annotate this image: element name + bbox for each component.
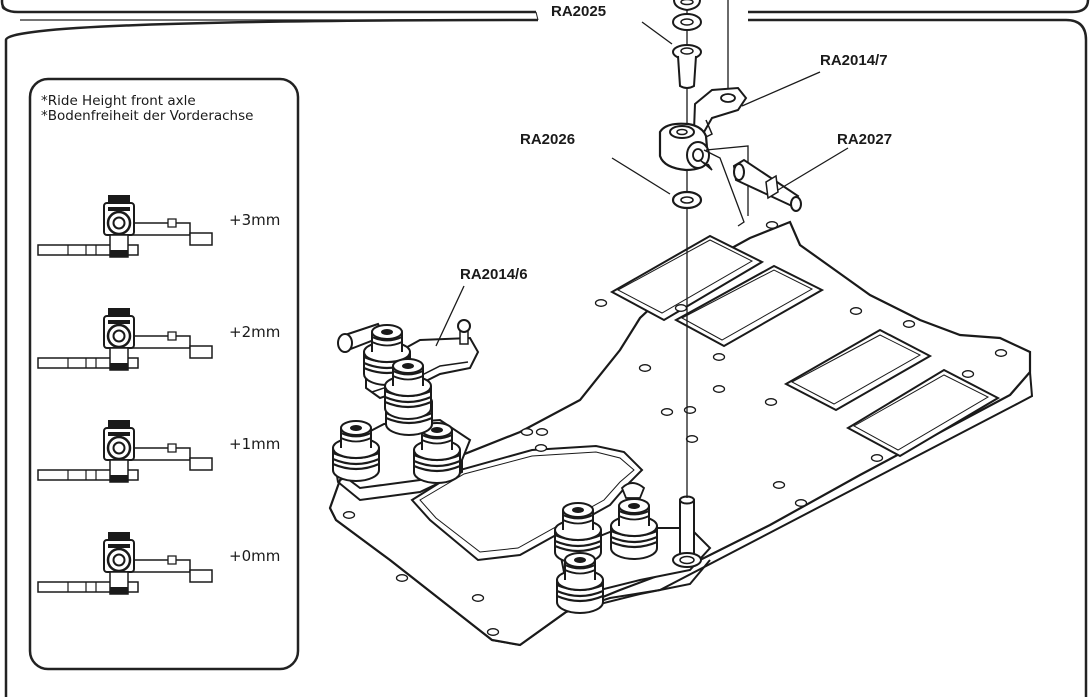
chassis-plate	[328, 220, 1034, 647]
height-label-0mm: +0mm	[229, 547, 280, 565]
steering-knuckle	[658, 122, 713, 172]
part-ra2026-washer	[671, 190, 703, 210]
ride-height-caption-en: *Ride Height front axle	[41, 93, 196, 109]
height-label-3mm: +3mm	[229, 211, 280, 229]
front-right-bulkhead	[553, 482, 712, 615]
ride-height-caption-de: *Bodenfreiheit der Vorderachse	[41, 108, 253, 124]
part-ra2025-stack	[672, 0, 702, 89]
ride-height-box	[28, 77, 300, 671]
part-ra2027-axle	[703, 145, 802, 227]
height-label-1mm: +1mm	[229, 435, 280, 453]
front-left-bulkhead	[331, 373, 472, 502]
label-ra2014-7: RA2014/7	[820, 52, 888, 69]
height-label-2mm: +2mm	[229, 323, 280, 341]
steering-block-ra2014-6	[337, 319, 480, 421]
ride-height-panel: *Ride Height front axle *Bodenfreiheit d…	[28, 77, 300, 671]
part-labels: RA2025 RA2014/7 RA2026 RA2027 RA2014/6	[460, 1, 892, 283]
label-ra2025: RA2025	[551, 3, 606, 20]
leader-lines	[435, 21, 849, 347]
label-ra2014-6: RA2014/6	[460, 266, 528, 283]
main-panel-border	[4, 18, 539, 697]
label-ra2026: RA2026	[520, 131, 575, 148]
label-ra2027: RA2027	[837, 131, 892, 148]
